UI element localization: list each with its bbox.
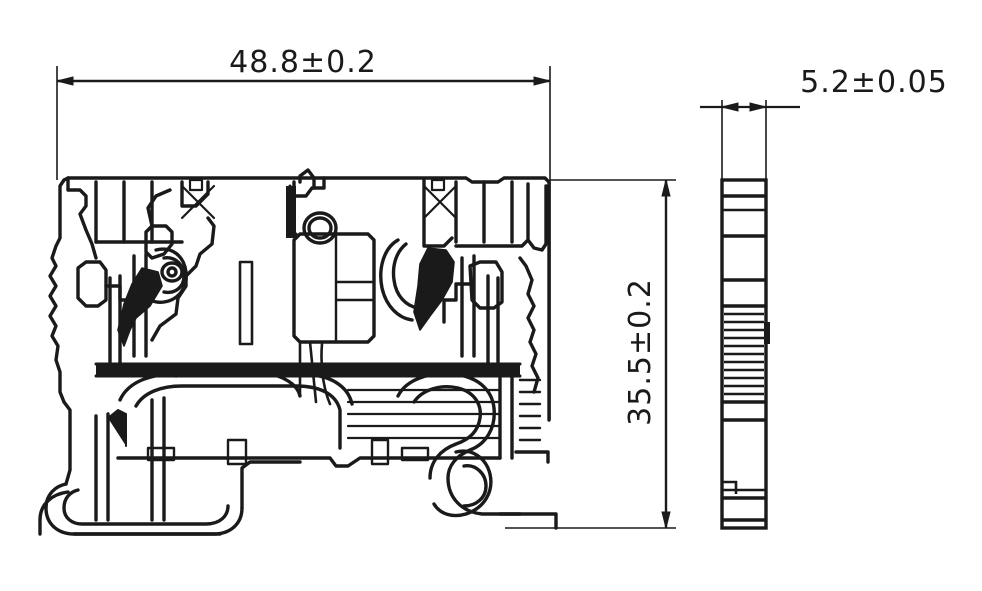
side-view <box>720 178 770 530</box>
width-dimension-label: 48.8±0.2 <box>229 45 377 80</box>
height-dimension-label: 35.5±0.2 <box>623 278 658 426</box>
height-dimension-line <box>505 179 676 529</box>
depth-dimension-line <box>700 100 800 180</box>
depth-dimension-label: 5.2±0.05 <box>800 65 948 100</box>
front-view <box>38 168 558 536</box>
